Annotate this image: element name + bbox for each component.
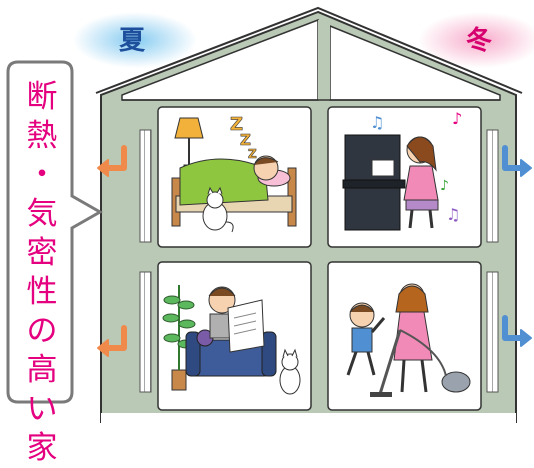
callout-char: ・ <box>18 156 66 195</box>
winter-label: 冬 <box>466 20 492 57</box>
svg-text:♪: ♪ <box>452 109 462 128</box>
callout-char: 気 <box>18 195 66 234</box>
callout-char: 性 <box>18 273 66 312</box>
callout-char: い <box>18 390 66 429</box>
callout-char: 熱 <box>18 117 66 156</box>
svg-text:♫: ♫ <box>370 113 384 132</box>
svg-text:♪: ♪ <box>440 178 449 194</box>
svg-text:Z: Z <box>248 147 257 161</box>
house-scene: Z Z Z ♫ ♪ ♪ ♫ <box>0 0 534 423</box>
summer-label: 夏 <box>119 20 145 57</box>
callout-char: 高 <box>18 351 66 390</box>
svg-text:♫: ♫ <box>446 205 460 224</box>
callout-text: 断 熱 ・ 気 密 性 の 高 い 家 <box>18 78 66 468</box>
callout-char: 家 <box>18 429 66 468</box>
callout-char: の <box>18 312 66 351</box>
callout-char: 密 <box>18 234 66 273</box>
callout-char: 断 <box>18 78 66 117</box>
